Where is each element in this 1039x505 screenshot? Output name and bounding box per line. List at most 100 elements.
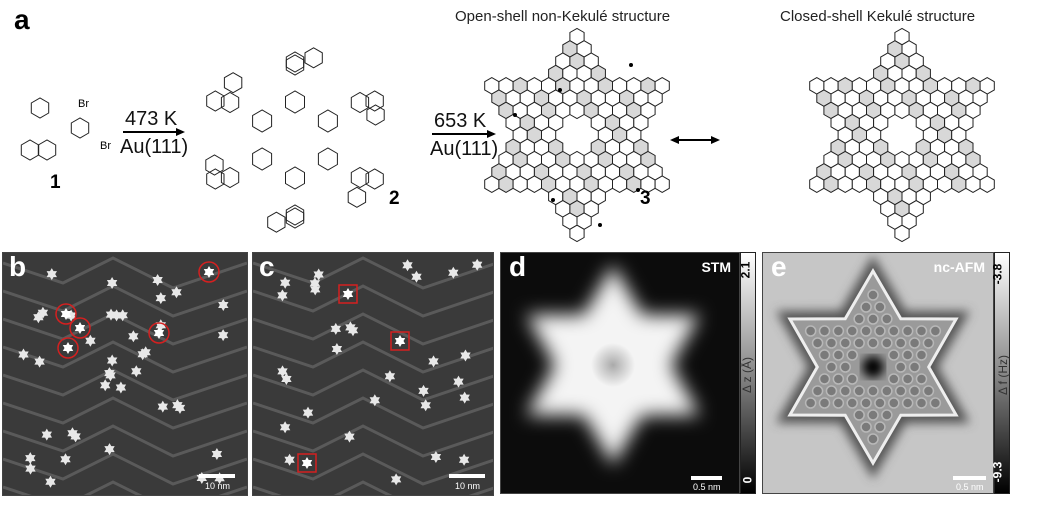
molecule-blob xyxy=(214,472,225,485)
benzene-ring xyxy=(809,175,825,193)
step1-temperature: 473 K xyxy=(125,108,178,130)
benzene-ring xyxy=(965,175,981,193)
molecule-blob xyxy=(104,443,115,456)
benzene-ring xyxy=(894,224,910,243)
benzene-ring xyxy=(569,101,585,120)
molecule-blob xyxy=(280,276,291,289)
molecule-blob xyxy=(281,373,292,385)
afm-ring xyxy=(825,385,838,397)
step1-substrate: Au(111) xyxy=(120,136,189,158)
step-edge xyxy=(253,368,493,402)
afm-ring xyxy=(846,325,858,337)
molecule-blob xyxy=(34,355,45,368)
afm-ring xyxy=(922,337,935,349)
afm-ring xyxy=(901,397,914,409)
scale-bar-d xyxy=(691,476,722,480)
step-edge xyxy=(253,340,493,374)
scale-bar-c xyxy=(449,474,485,478)
afm-ring xyxy=(894,337,907,349)
molecule-blob xyxy=(37,306,49,319)
molecule-blob xyxy=(420,399,431,412)
panel-label-a: a xyxy=(14,4,30,35)
benzene-ring xyxy=(350,91,370,114)
panel-label-b: b xyxy=(9,252,27,282)
molecule-blob xyxy=(128,330,139,343)
molecule-blob xyxy=(111,309,122,322)
afm-ring xyxy=(860,397,872,409)
afm-ring xyxy=(811,337,824,349)
closed-shell-title: Closed-shell Kekulé structure xyxy=(780,8,976,25)
molecule-blob xyxy=(428,355,439,368)
afm-ring xyxy=(846,397,858,409)
step-edge xyxy=(253,452,493,486)
step-edge xyxy=(253,424,493,458)
molecule-blob xyxy=(302,406,314,419)
benzene-ring xyxy=(365,90,384,112)
tolyl-ring xyxy=(205,154,224,176)
open-shell-title: Open-shell non-Kekulé structure xyxy=(455,8,671,25)
afm-ring xyxy=(888,373,900,385)
compound-3-label: 3 xyxy=(640,188,651,209)
benzene-ring xyxy=(979,175,995,193)
afm-ring xyxy=(832,397,845,409)
molecule-blob xyxy=(459,391,470,404)
molecule-blob xyxy=(217,329,229,342)
molecule-blob xyxy=(25,462,36,475)
radical-dot xyxy=(629,63,633,67)
afm-ring xyxy=(894,361,907,373)
molecule-blob xyxy=(344,430,355,443)
molecule-blob xyxy=(310,283,321,296)
marker-circle xyxy=(57,337,79,359)
afm-ring xyxy=(915,373,928,385)
afm-ring xyxy=(811,385,824,397)
marker-circle xyxy=(148,322,170,344)
molecule-blob xyxy=(411,270,422,283)
molecule-blob xyxy=(277,289,288,302)
benzene-ring xyxy=(951,175,967,193)
scale-bar-label-c: 10 nm xyxy=(455,481,481,491)
afm-ring xyxy=(881,385,893,397)
benzene-ring xyxy=(317,109,338,133)
marker-circle xyxy=(55,303,77,325)
afm-ring xyxy=(867,337,879,349)
molecule-blob xyxy=(331,343,343,355)
benzene-ring xyxy=(654,175,670,193)
afm-ring xyxy=(915,325,928,337)
afm-ring xyxy=(853,337,865,349)
scale-bar-e xyxy=(953,476,986,480)
benzene-ring xyxy=(252,147,273,171)
benzene-ring xyxy=(894,101,910,120)
step-edge xyxy=(3,424,247,458)
afm-ring xyxy=(881,337,893,349)
mode-label-stm: STM xyxy=(701,259,731,275)
molecule-3-structure xyxy=(484,27,670,243)
marker-square xyxy=(338,284,358,304)
benzene-ring xyxy=(317,147,338,171)
afm-ring xyxy=(860,325,872,337)
benzene-ring xyxy=(70,117,90,139)
molecule-blob xyxy=(67,427,78,440)
afm-ring xyxy=(874,301,886,313)
molecule-blob xyxy=(155,319,166,332)
afm-ring xyxy=(853,385,865,397)
central-pore xyxy=(862,356,884,378)
radical-dot xyxy=(636,188,640,192)
colorbar-e: -3.8 Δ f (Hz) -9.3 xyxy=(990,252,1011,494)
benzene-ring xyxy=(365,168,384,190)
afm-ring xyxy=(804,325,817,337)
molecule-blob xyxy=(172,399,183,412)
colorbar-min-d: 0 xyxy=(740,476,755,484)
scale-bar-b xyxy=(199,474,235,478)
colorbar-label-e: Δ f (Hz) xyxy=(996,354,1011,396)
molecule-blob xyxy=(140,346,151,359)
benzene-ring xyxy=(252,109,273,133)
afm-ring xyxy=(929,325,942,337)
tolyl-ring xyxy=(304,47,323,69)
colorbar-d: 2.1 Δ z (Å) 0 xyxy=(738,252,756,494)
colorbar-label-d: Δ z (Å) xyxy=(740,356,755,394)
molecule-blob xyxy=(18,348,29,361)
mode-label-afm: nc-AFM xyxy=(933,259,985,275)
afm-ring xyxy=(901,373,914,385)
molecule-blob xyxy=(448,266,459,279)
step-edge xyxy=(253,256,493,290)
